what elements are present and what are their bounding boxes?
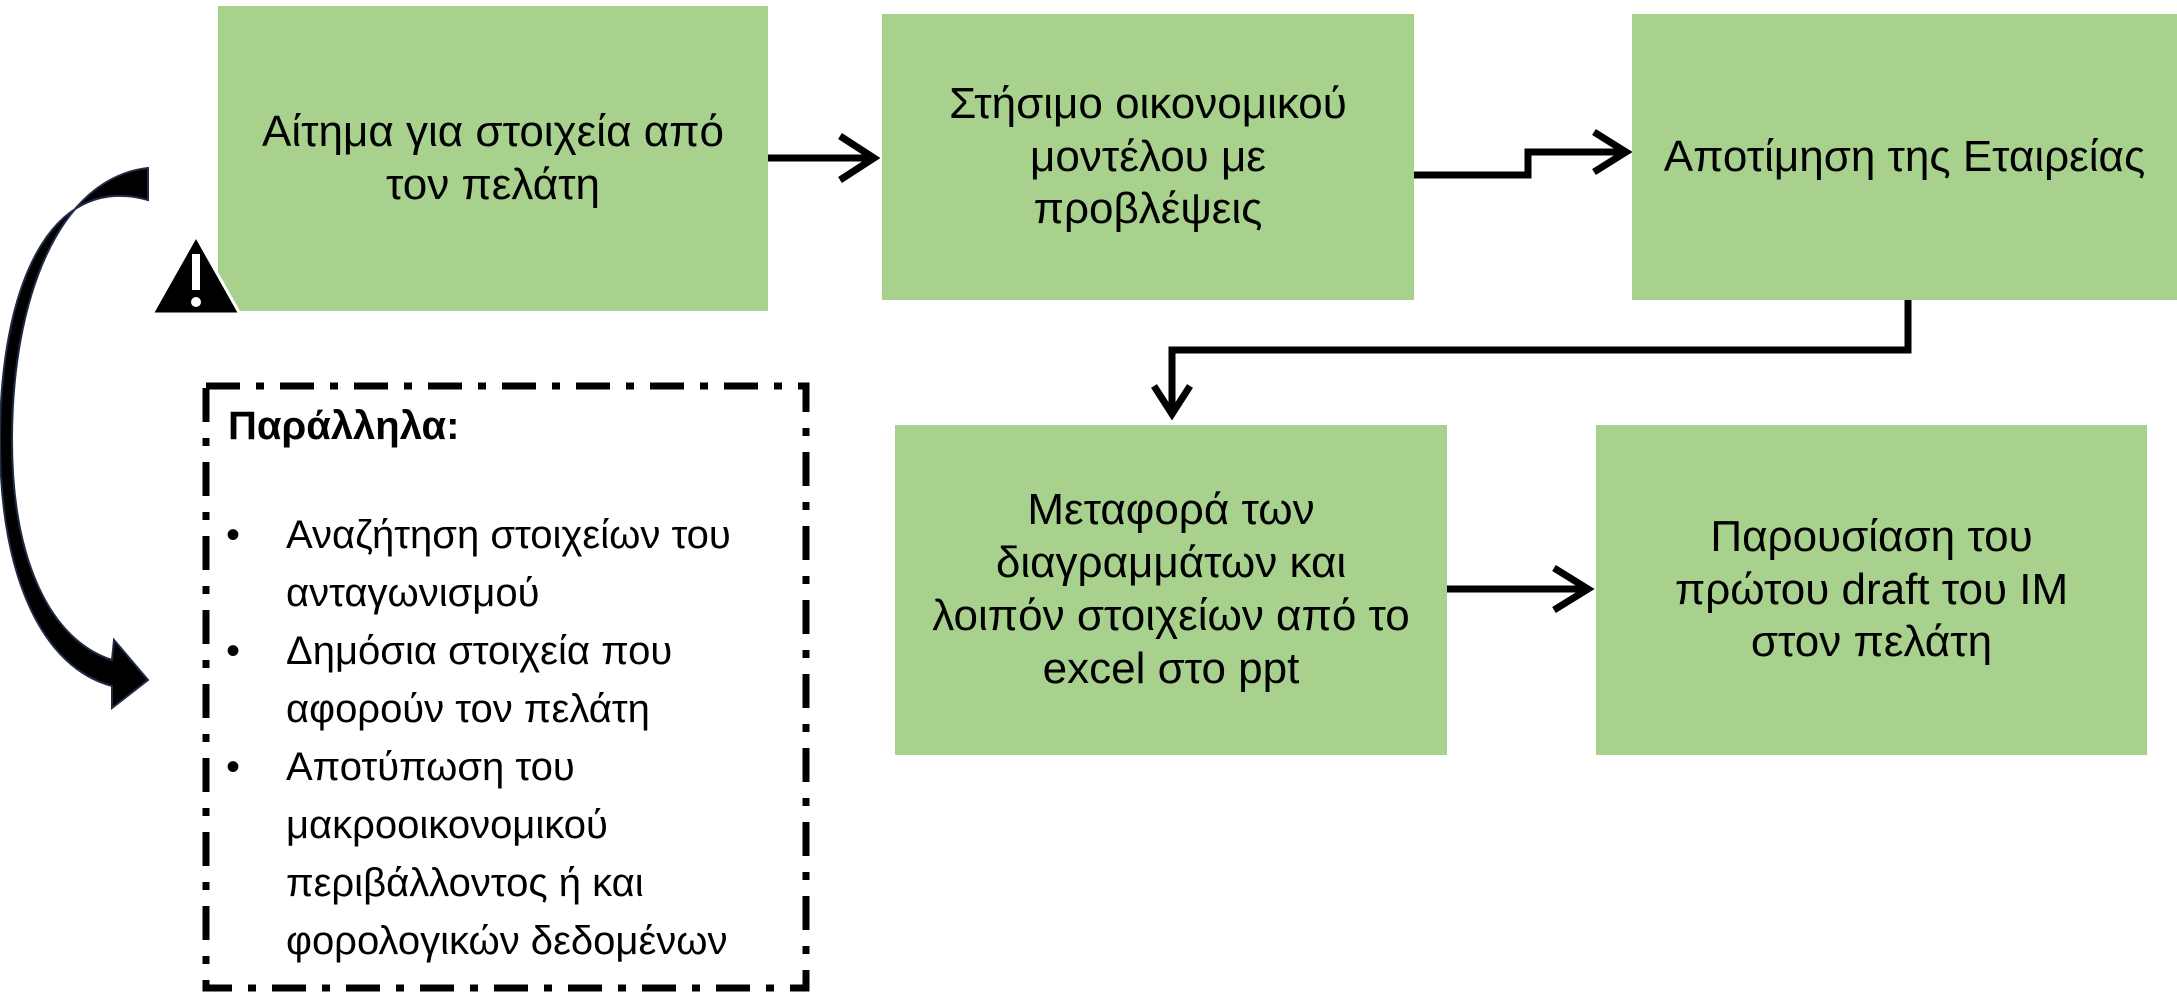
step-presentation-line-3: στον πελάτη: [1750, 617, 1993, 667]
arrow-model-to-valuation: [1414, 129, 1633, 179]
step-presentation-line-2: πρώτου draft του IM: [1674, 564, 2069, 614]
parallel-item-3-line-2: μακροοικονομικού: [286, 803, 608, 847]
step-transfer-box: Μεταφορά των διαγραμμάτων και λοιπόν στο…: [895, 425, 1447, 755]
parallel-item-3-line-1: Αποτύπωση του: [286, 745, 575, 789]
parallel-list: Αναζήτηση στοιχείων του ανταγωνισμού Δημ…: [206, 506, 766, 970]
step-model-line-1: Στήσιμο οικονομικού: [949, 78, 1347, 128]
parallel-item-2-line-1: Δημόσια στοιχεία που: [286, 629, 673, 673]
step-transfer-line-1: Μεταφορά των: [1027, 485, 1315, 535]
step-request-line-1: Αίτημα για στοιχεία από: [262, 106, 724, 156]
parallel-item-2-line-2: αφορούν τον πελάτη: [286, 687, 650, 731]
step-transfer-line-4: excel στο ppt: [1042, 643, 1300, 693]
parallel-item-1-line-1: Αναζήτηση στοιχείων του: [286, 513, 731, 557]
parallel-item-3-line-4: φορολογικών δεδομένων: [286, 919, 728, 963]
parallel-item-3-line-3: περιβάλλοντος ή και: [286, 861, 644, 905]
parallel-item-competition: Αναζήτηση στοιχείων του ανταγωνισμού: [206, 506, 766, 622]
curved-arrow: [0, 166, 150, 711]
step-valuation-box: Αποτίμηση της Εταιρείας: [1632, 14, 2177, 300]
step-model-line-2: μοντέλου με: [1030, 131, 1266, 181]
arrow-transfer-to-presentation: [1447, 565, 1595, 613]
parallel-item-public-data: Δημόσια στοιχεία που αφορούν τον πελάτη: [206, 622, 766, 738]
step-presentation-box: Παρουσίαση του πρώτου draft του IM στον …: [1596, 425, 2147, 755]
parallel-item-1-line-2: ανταγωνισμού: [286, 571, 540, 615]
step-presentation-line-1: Παρουσίαση του: [1710, 511, 2033, 561]
step-model-box: Στήσιμο οικονομικού μοντέλου με προβλέψε…: [882, 14, 1414, 300]
step-transfer-line-3: λοιπόν στοιχείων από το: [932, 591, 1410, 640]
step-valuation-line-1: Αποτίμηση της Εταιρείας: [1663, 131, 2146, 181]
parallel-title: Παράλληλα:: [228, 404, 460, 448]
arrow-request-to-model: [768, 133, 881, 183]
step-transfer-line-2: διαγραμμάτων και: [995, 538, 1347, 588]
step-model-line-3: προβλέψεις: [1033, 184, 1263, 234]
step-request-line-2: τον πελάτη: [385, 159, 601, 209]
arrow-valuation-to-transfer: [1151, 300, 1912, 421]
step-request-box: Αίτημα για στοιχεία από τον πελάτη: [218, 6, 768, 311]
parallel-item-macro: Αποτύπωση του μακροοικονομικού περιβάλλο…: [206, 738, 766, 970]
parallel-panel: Παράλληλα: Αναζήτηση στοιχείων του ανταγ…: [206, 386, 806, 988]
